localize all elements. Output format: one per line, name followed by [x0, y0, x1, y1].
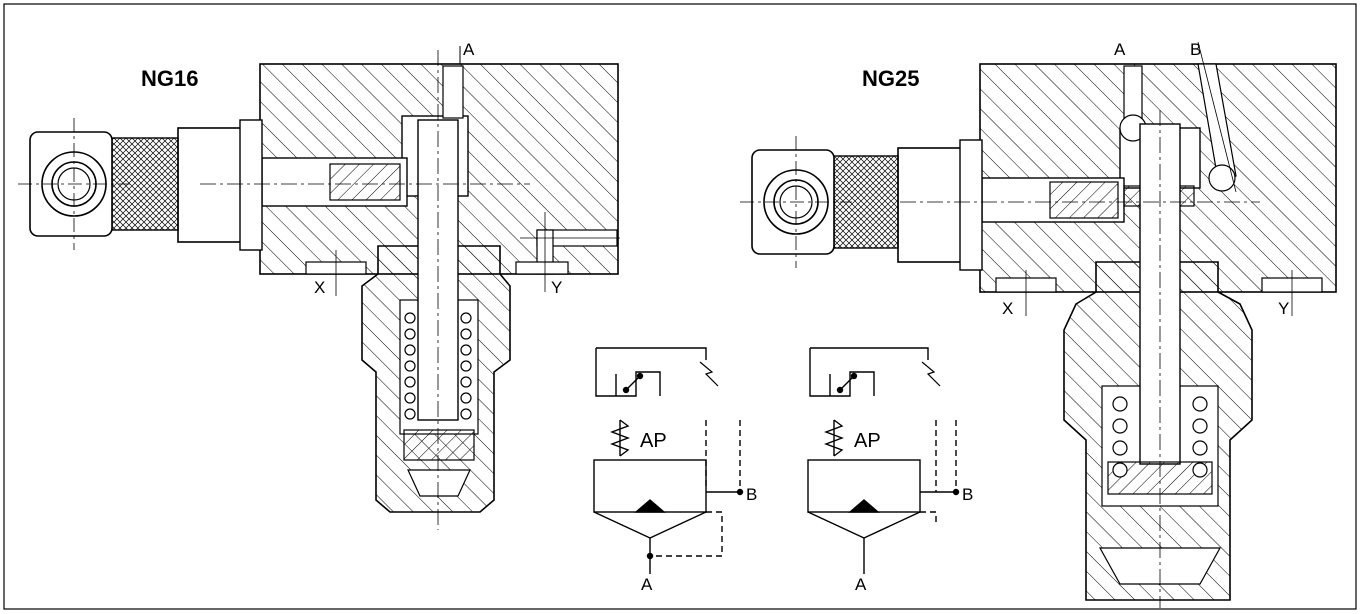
symbol2-port-a-label: A	[855, 575, 867, 594]
ng16-port-y-label: Y	[551, 278, 562, 297]
ng16-title: NG16	[141, 66, 198, 91]
ng25-title: NG25	[862, 66, 919, 91]
ng25-port-b-label: B	[1190, 40, 1201, 59]
ng25-port-a-label: A	[1114, 40, 1126, 59]
symbol1-port-b-label: B	[746, 485, 757, 504]
symbol1-port-a-label: A	[641, 575, 653, 594]
hydraulic-symbol-2	[807, 347, 960, 574]
symbol2-port-b-label: B	[962, 485, 973, 504]
ng16-port-x-label: X	[314, 278, 325, 297]
ng16-section	[18, 46, 620, 530]
ng25-section	[740, 41, 1337, 608]
ng25-port-y-label: Y	[1278, 299, 1289, 318]
ng16-port-a-label: A	[463, 40, 475, 59]
ng25-port-x-label: X	[1002, 299, 1013, 318]
frame-border	[3, 3, 1357, 610]
symbol2-valve-label: AP	[854, 430, 881, 452]
hydraulic-symbol-1	[593, 347, 744, 574]
symbol1-valve-label: AP	[640, 430, 667, 452]
